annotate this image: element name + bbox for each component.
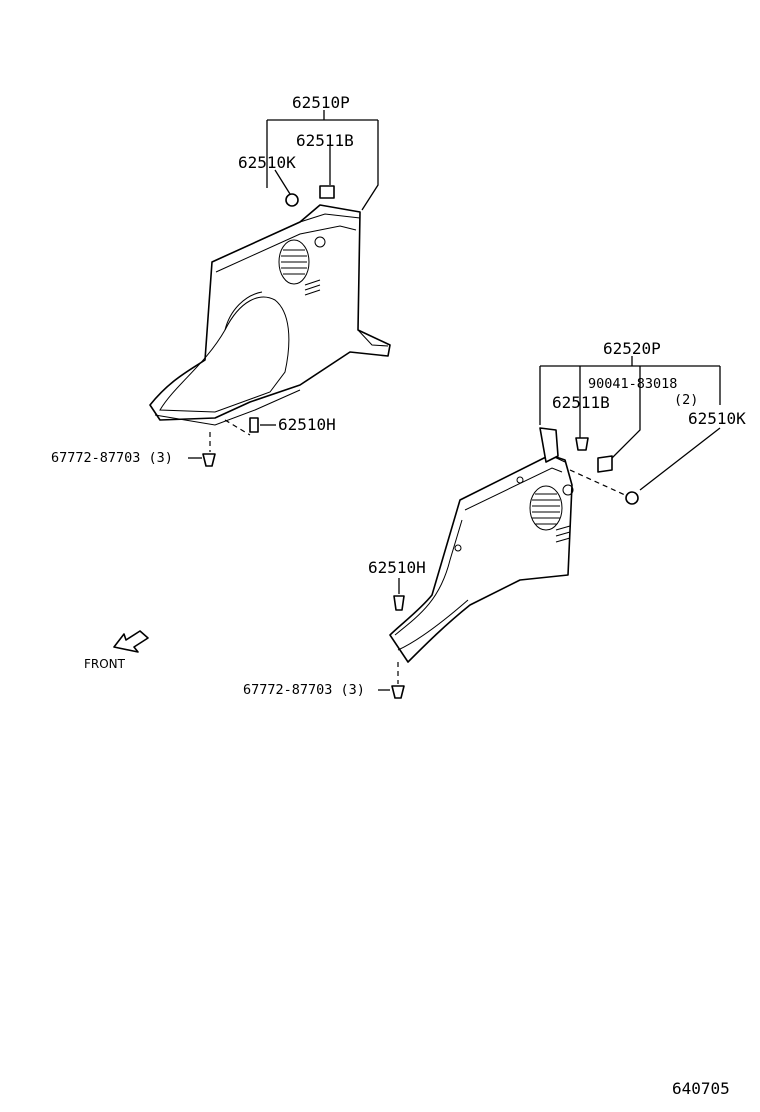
left-clip-k-label: 62510K (238, 153, 296, 172)
clip-icon (285, 193, 299, 207)
front-arrow-icon (113, 630, 149, 653)
right-nut (597, 455, 613, 473)
clip-icon (393, 595, 405, 611)
right-clip-h-label: 62510H (368, 558, 426, 577)
left-assembly-label: 62510P (292, 93, 350, 112)
right-assembly-label: 62520P (603, 339, 661, 358)
left-panel-top-rail (211, 213, 361, 263)
clip-icon (249, 417, 259, 433)
right-panel-bottom-curve (397, 599, 469, 651)
left-assembly-bracket (266, 110, 379, 211)
right-clip-k-dash (569, 469, 626, 496)
left-clip-h-dash (224, 419, 251, 436)
nut-icon (597, 455, 613, 473)
right-nut-qty-label: (2) (674, 392, 698, 408)
right-clip-k-label: 62510K (688, 409, 746, 428)
left-panel-body (149, 204, 391, 421)
right-trim-panel (389, 427, 574, 663)
right-panel-clip-hole-2 (516, 476, 524, 484)
left-clip-b (319, 185, 335, 199)
clip-icon (575, 437, 589, 451)
right-panel-hole (562, 484, 574, 496)
right-panel-vents (555, 525, 571, 543)
right-assembly-bracket (539, 356, 721, 461)
left-clip-h-label: 62510H (278, 415, 336, 434)
diagram-number: 640705 (672, 1079, 730, 1098)
right-panel-body (389, 454, 573, 663)
clip-icon (625, 491, 639, 505)
right-panel-inner-rail (464, 467, 563, 511)
right-clip-k-leader (639, 427, 721, 491)
left-clip-k (285, 193, 299, 207)
left-speaker-slots (281, 249, 307, 275)
right-panel-well-edge (394, 519, 463, 636)
right-speaker-slots (532, 493, 560, 525)
left-clip-h (224, 417, 276, 436)
screw-icon (202, 453, 216, 467)
right-clip-b-label: 62511B (552, 393, 610, 412)
front-arrow: FRONT (84, 630, 149, 671)
left-panel-inner-rail (215, 225, 357, 273)
right-speaker-grille (529, 485, 563, 531)
right-clip-h (393, 578, 405, 611)
left-trim-panel (149, 110, 391, 426)
left-panel-well-edge (224, 291, 263, 331)
left-panel-hole (314, 236, 326, 248)
right-bracket (539, 356, 721, 491)
right-clip-b (575, 437, 589, 451)
right-clip-k (569, 469, 639, 505)
left-clip-b-label: 62511B (296, 131, 354, 150)
left-speaker-grille (278, 239, 310, 285)
left-panel-bottom-edge (154, 389, 301, 426)
screw-icon (391, 685, 405, 699)
clip-icon (319, 185, 335, 199)
left-screw (188, 432, 216, 467)
right-nut-label: 90041-83018 (588, 376, 677, 392)
left-panel-wheel-well (159, 296, 290, 413)
left-panel-vents (304, 279, 321, 296)
left-clip-k-leader (274, 169, 291, 195)
front-label: FRONT (84, 657, 126, 671)
right-panel-clip-hole (454, 544, 462, 552)
right-screw-label: 67772-87703 (3) (243, 682, 365, 698)
left-screw-label: 67772-87703 (3) (51, 450, 173, 466)
right-panel-tab (539, 427, 559, 463)
left-panel-tab (357, 329, 389, 347)
right-screw (378, 662, 405, 699)
